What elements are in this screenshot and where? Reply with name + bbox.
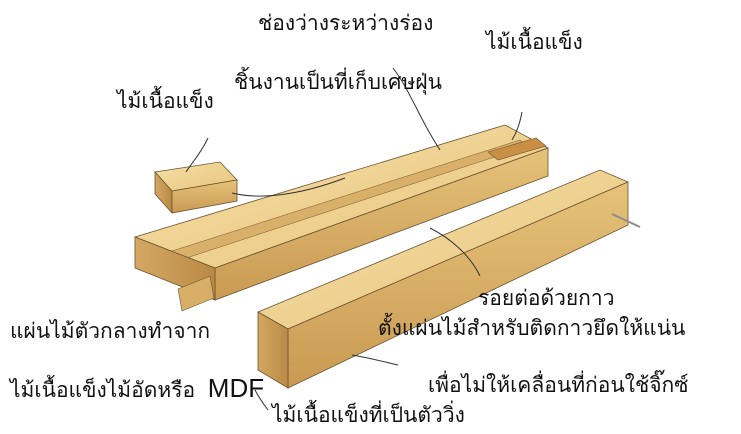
label-center-panel-line2: ไม้เนื้อแข็งไม้อัดหรือ MDF <box>10 375 264 401</box>
label-clamp-tip: ตั้งแผ่นไม้สำหรับติดกาวยึดให้แน่น <box>378 316 686 340</box>
label-groove-gap: ช่องว่างระหว่างร่อง <box>258 11 434 35</box>
label-runner-hardwood: ไม้เนื้อแข็งที่เป็นตัววิ่ง <box>272 403 465 427</box>
label-mdf: MDF <box>207 373 265 403</box>
label-prevent-move: เพื่อไม่ให้เคลื่อนที่ก่อนใช้จิ๊กซ์ <box>428 373 689 397</box>
label-center-panel-text: ไม้เนื้อแข็งไม้อัดหรือ <box>10 378 196 402</box>
label-glue-joint: รอยต่อด้วยกาว <box>478 286 615 310</box>
runner-bar <box>257 169 641 389</box>
label-center-panel-line1: แผ่นไม้ตัวกลางทำจาก <box>10 319 211 343</box>
base-panel <box>133 124 549 312</box>
label-hardwood-left: ไม้เนื้อแข็ง <box>117 89 214 113</box>
small-hardwood-block <box>154 161 238 215</box>
label-hardwood-right: ไม้เนื้อแข็ง <box>486 30 583 54</box>
label-dust-channel: ชิ้นงานเป็นที่เก็บเศษฝุ่น <box>234 70 442 94</box>
leader-lines <box>185 67 523 411</box>
